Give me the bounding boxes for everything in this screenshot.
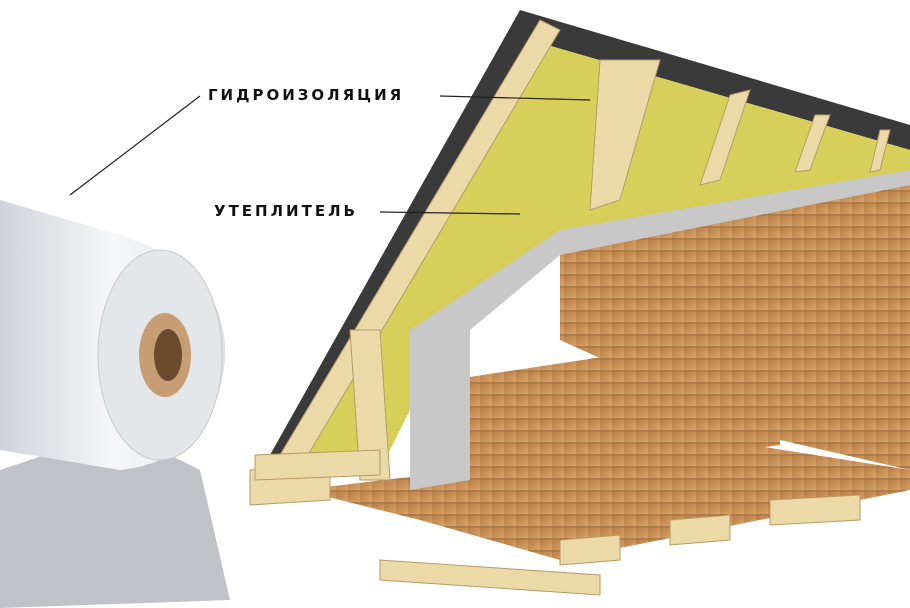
insulation-layer: [300, 40, 910, 470]
vapor-barrier: [410, 170, 910, 490]
roof-membrane: [270, 10, 910, 455]
floor-joists: [249, 464, 861, 596]
membrane-roll: [0, 200, 230, 608]
leader-lines: [69, 95, 591, 215]
floor: [300, 440, 910, 560]
waterproofing-label: ГИДРОИЗОЛЯЦИЯ: [208, 86, 405, 104]
rafters: [254, 19, 891, 481]
wall-paneling: [560, 180, 910, 470]
knee-wall: [450, 330, 780, 490]
insulation-label: УТЕПЛИТЕЛЬ: [214, 202, 358, 220]
